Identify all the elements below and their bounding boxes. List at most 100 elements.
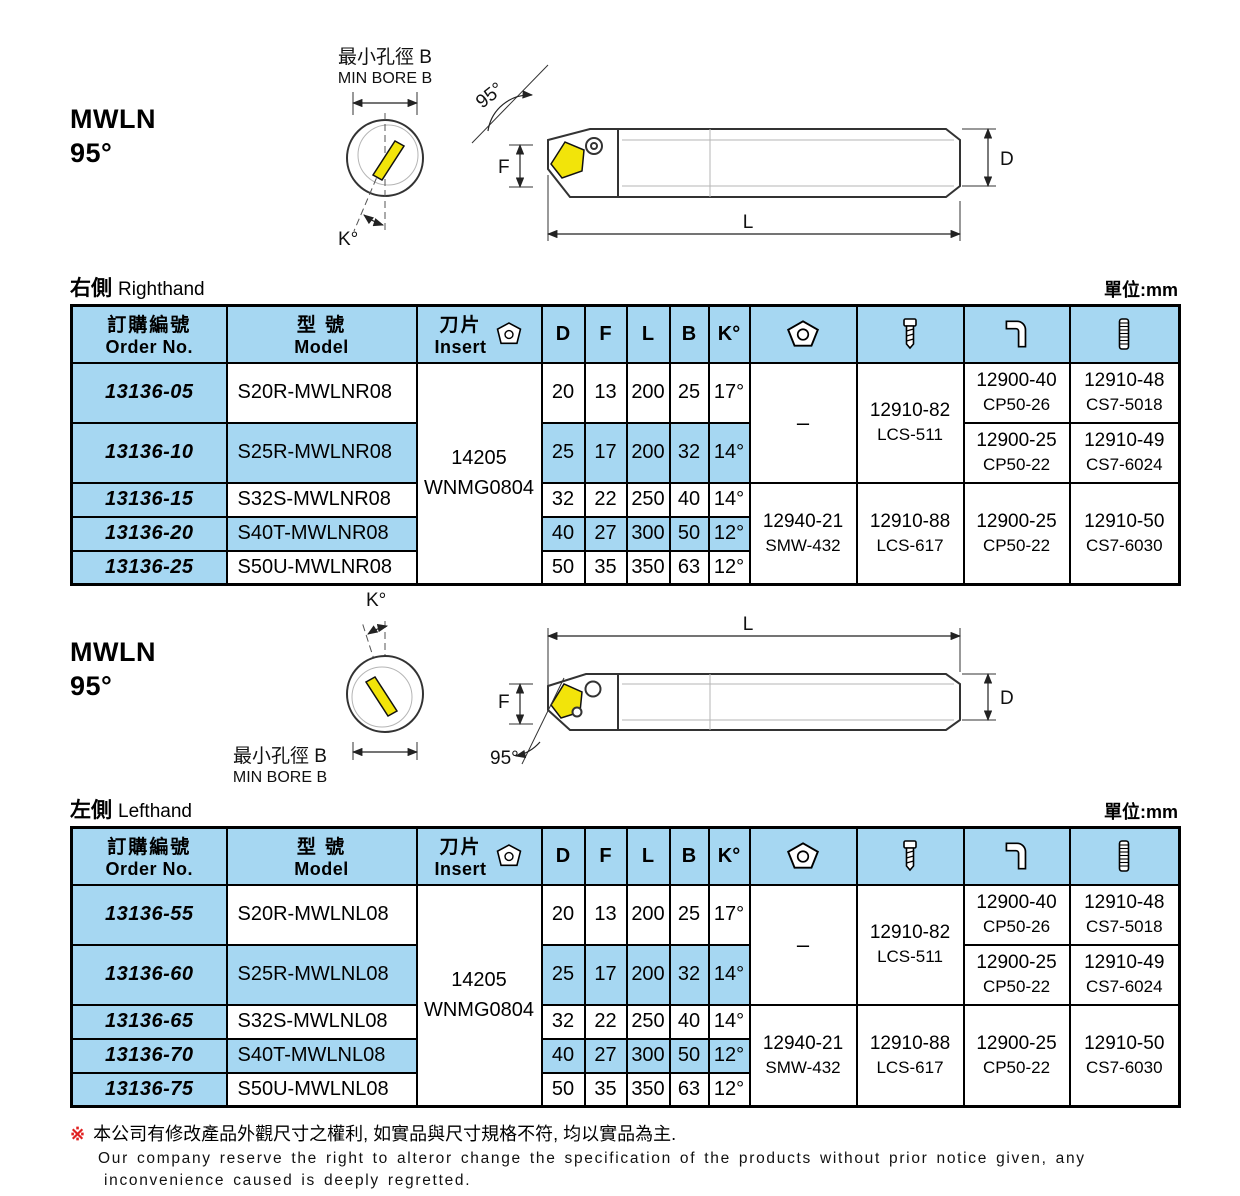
dash-value: – <box>796 931 810 957</box>
spare-clamp-cell: 12900-25 CP50-22 <box>962 1003 1071 1108</box>
dim-l-cell: 250 <box>625 481 671 518</box>
dim-l-cell: 300 <box>625 515 671 552</box>
b-header: B <box>668 304 710 364</box>
dim-l-cell: 200 <box>625 943 671 1006</box>
hand-label-cn: 左側 <box>70 799 112 822</box>
front-view: K° <box>346 592 424 760</box>
lefthand-diagram: K° 最小孔徑 B MIN BORE B L F <box>233 592 1014 786</box>
code-line: 12900-25 <box>976 1032 1057 1054</box>
model-cell: S25R-MWLNR08 <box>225 421 418 484</box>
table-row: 13136-25 S50U-MWLNR08 50 35 350 63 12° <box>70 549 1180 586</box>
dim-b-cell: 63 <box>668 1071 710 1108</box>
dim-f-cell: 13 <box>583 883 628 946</box>
dim-d-cell: 20 <box>540 883 586 946</box>
model-cell: S40T-MWLNL08 <box>225 1037 418 1074</box>
front-view: K° <box>338 113 424 250</box>
hand-label-en: Lefthand <box>118 801 192 822</box>
code-line: 12940-21 <box>762 1032 844 1054</box>
min-bore-annotation: 最小孔徑 B MIN BORE B <box>338 46 432 115</box>
hand-label: 左側 Lefthand <box>70 794 192 824</box>
dim-k-cell: 17° <box>707 361 751 424</box>
dim-k-cell: 17° <box>707 883 751 946</box>
sub-line: CS7-6024 <box>1085 976 1163 996</box>
insert-spec-cell: 14205 WNMG0804 <box>415 361 543 586</box>
order-no-cell: 13136-60 <box>70 943 228 1006</box>
sub-line: CS7-6030 <box>1085 1057 1163 1077</box>
dim-f-cell: 35 <box>583 549 628 586</box>
order-no-cell: 13136-05 <box>70 361 228 424</box>
clamp-header <box>962 304 1071 364</box>
order-no-cell: 13136-10 <box>70 421 228 484</box>
dim-d-cell: 50 <box>540 1071 586 1108</box>
min-bore-label-en: MIN BORE B <box>233 769 327 786</box>
spare-screw-cell: 12910-82 LCS-511 <box>855 883 965 1006</box>
screw-icon <box>894 839 926 873</box>
sub-line: CP50-22 <box>982 1057 1051 1077</box>
k-header: K° <box>707 304 751 364</box>
f-header: F <box>583 826 628 886</box>
l-header: L <box>625 826 671 886</box>
order-no-cell: 13136-70 <box>70 1037 228 1074</box>
l-header: L <box>625 304 671 364</box>
code-line: 12910-49 <box>1084 952 1165 974</box>
clamp-header <box>962 826 1071 886</box>
stud-header <box>1068 304 1181 364</box>
table-row: 13136-10 S25R-MWLNR08 25 17 200 32 14° 1… <box>70 421 1181 484</box>
bar-shank <box>617 673 961 731</box>
screw-icon <box>894 317 926 351</box>
shim-icon <box>785 318 821 350</box>
spare-screw-cell: 12910-82 LCS-511 <box>855 361 965 484</box>
product-name: MWLN <box>70 104 156 134</box>
side-view: L F 95° D <box>490 614 1014 769</box>
footnote-en-line2: inconvenience caused is deeply regretted… <box>104 1172 472 1189</box>
code-line: 12910-48 <box>1084 370 1165 392</box>
spare-shim-cell: 12940-21 SMW-432 <box>748 481 858 586</box>
table-row: 13136-20 S40T-MWLNR08 40 27 300 50 12° <box>70 515 1180 552</box>
insert-tip <box>371 140 406 181</box>
order-no-cell: 13136-55 <box>70 883 228 946</box>
sub-line: SMW-432 <box>765 535 841 555</box>
dim-b-cell: 50 <box>668 1037 710 1074</box>
dim-b-cell: 32 <box>668 421 710 484</box>
dim-k-cell: 14° <box>707 421 751 484</box>
l-dim-label: L <box>743 212 754 233</box>
shim-header <box>748 826 858 886</box>
dim-b-cell: 25 <box>668 361 710 424</box>
dim-k-cell: 12° <box>707 515 751 552</box>
f-header: F <box>583 304 628 364</box>
unit-label: 單位:mm <box>1103 280 1178 300</box>
dim-b-cell: 32 <box>668 943 710 1006</box>
sub-line: LCS-617 <box>876 1057 944 1077</box>
righthand-diagram: 最小孔徑 B MIN BORE B K° 95° F <box>338 46 1014 250</box>
code-line: 12910-50 <box>1084 510 1165 532</box>
model-cell: S50U-MWLNL08 <box>225 1071 418 1108</box>
product-heading: MWLN 95° <box>70 103 156 171</box>
dim-k-cell: 14° <box>707 481 751 518</box>
footnote-en-line1: Our company reserve the right to alteror… <box>98 1150 1086 1167</box>
dim-f-cell: 22 <box>583 481 628 518</box>
model-cell: S20R-MWLNL08 <box>225 883 418 946</box>
screw-header <box>855 826 965 886</box>
insert-name: WNMG0804 <box>423 477 535 500</box>
sub-line: CS7-6024 <box>1085 454 1163 474</box>
dim-b-cell: 25 <box>668 883 710 946</box>
insert-tip <box>364 676 399 717</box>
dim-f-cell: 35 <box>583 1071 628 1108</box>
model-cell: S32S-MWLNL08 <box>225 1003 418 1040</box>
spare-clamp-cell: 12900-25 CP50-22 <box>962 943 1071 1006</box>
d-header: D <box>540 304 586 364</box>
insert-icon <box>494 843 524 870</box>
table-row: 13136-15 S32S-MWLNR08 32 22 250 40 14° 1… <box>70 481 1181 586</box>
footnote-cn-text: 本公司有修改產品外觀尺寸之權利, 如實品與尺寸規格不符, 均以實品為主. <box>93 1124 677 1144</box>
f-dim-label: F <box>498 157 510 178</box>
insert-icon <box>494 321 524 348</box>
spare-stud-cell: 12910-48 CS7-5018 <box>1068 361 1181 424</box>
spare-stud-cell: 12910-48 CS7-5018 <box>1068 883 1181 946</box>
reference-mark: ※ <box>70 1124 86 1144</box>
insert-code: 14205 <box>451 969 507 992</box>
